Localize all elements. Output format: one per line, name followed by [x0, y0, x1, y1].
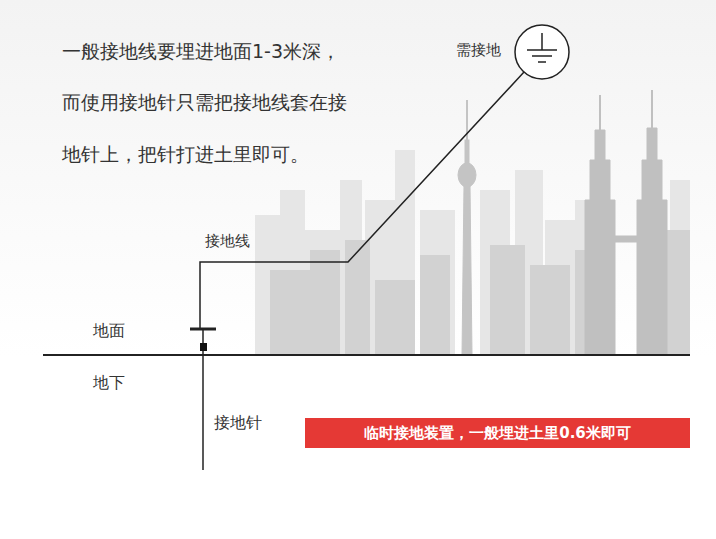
- skyline-front: [270, 230, 690, 355]
- surface-label: 地面: [93, 321, 125, 340]
- ground-symbol: [515, 25, 569, 79]
- wire-label: 接地线: [205, 232, 250, 250]
- intro-text: 地针上，把针打进土里即可。: [62, 143, 309, 166]
- ground-label: 需接地: [456, 41, 501, 59]
- note-box: 临时接地装置，一般埋进土里0.6米即可: [305, 418, 690, 448]
- intro-text: 一般接地线要埋进地面1-3米深，: [62, 40, 340, 63]
- intro-text: 而使用接地针只需把接地线套在接: [62, 91, 347, 114]
- ground-rod: [190, 329, 216, 470]
- note-text: 临时接地装置，一般埋进土里0.6米即可: [364, 424, 631, 442]
- rod-label: 接地针: [214, 413, 262, 432]
- ground-surface: [43, 354, 690, 356]
- skyline-back: [255, 150, 690, 355]
- twin-towers: [585, 90, 667, 355]
- underground-label: 地下: [93, 373, 125, 392]
- sky-ground: [0, 0, 716, 356]
- tv-tower: [458, 100, 476, 355]
